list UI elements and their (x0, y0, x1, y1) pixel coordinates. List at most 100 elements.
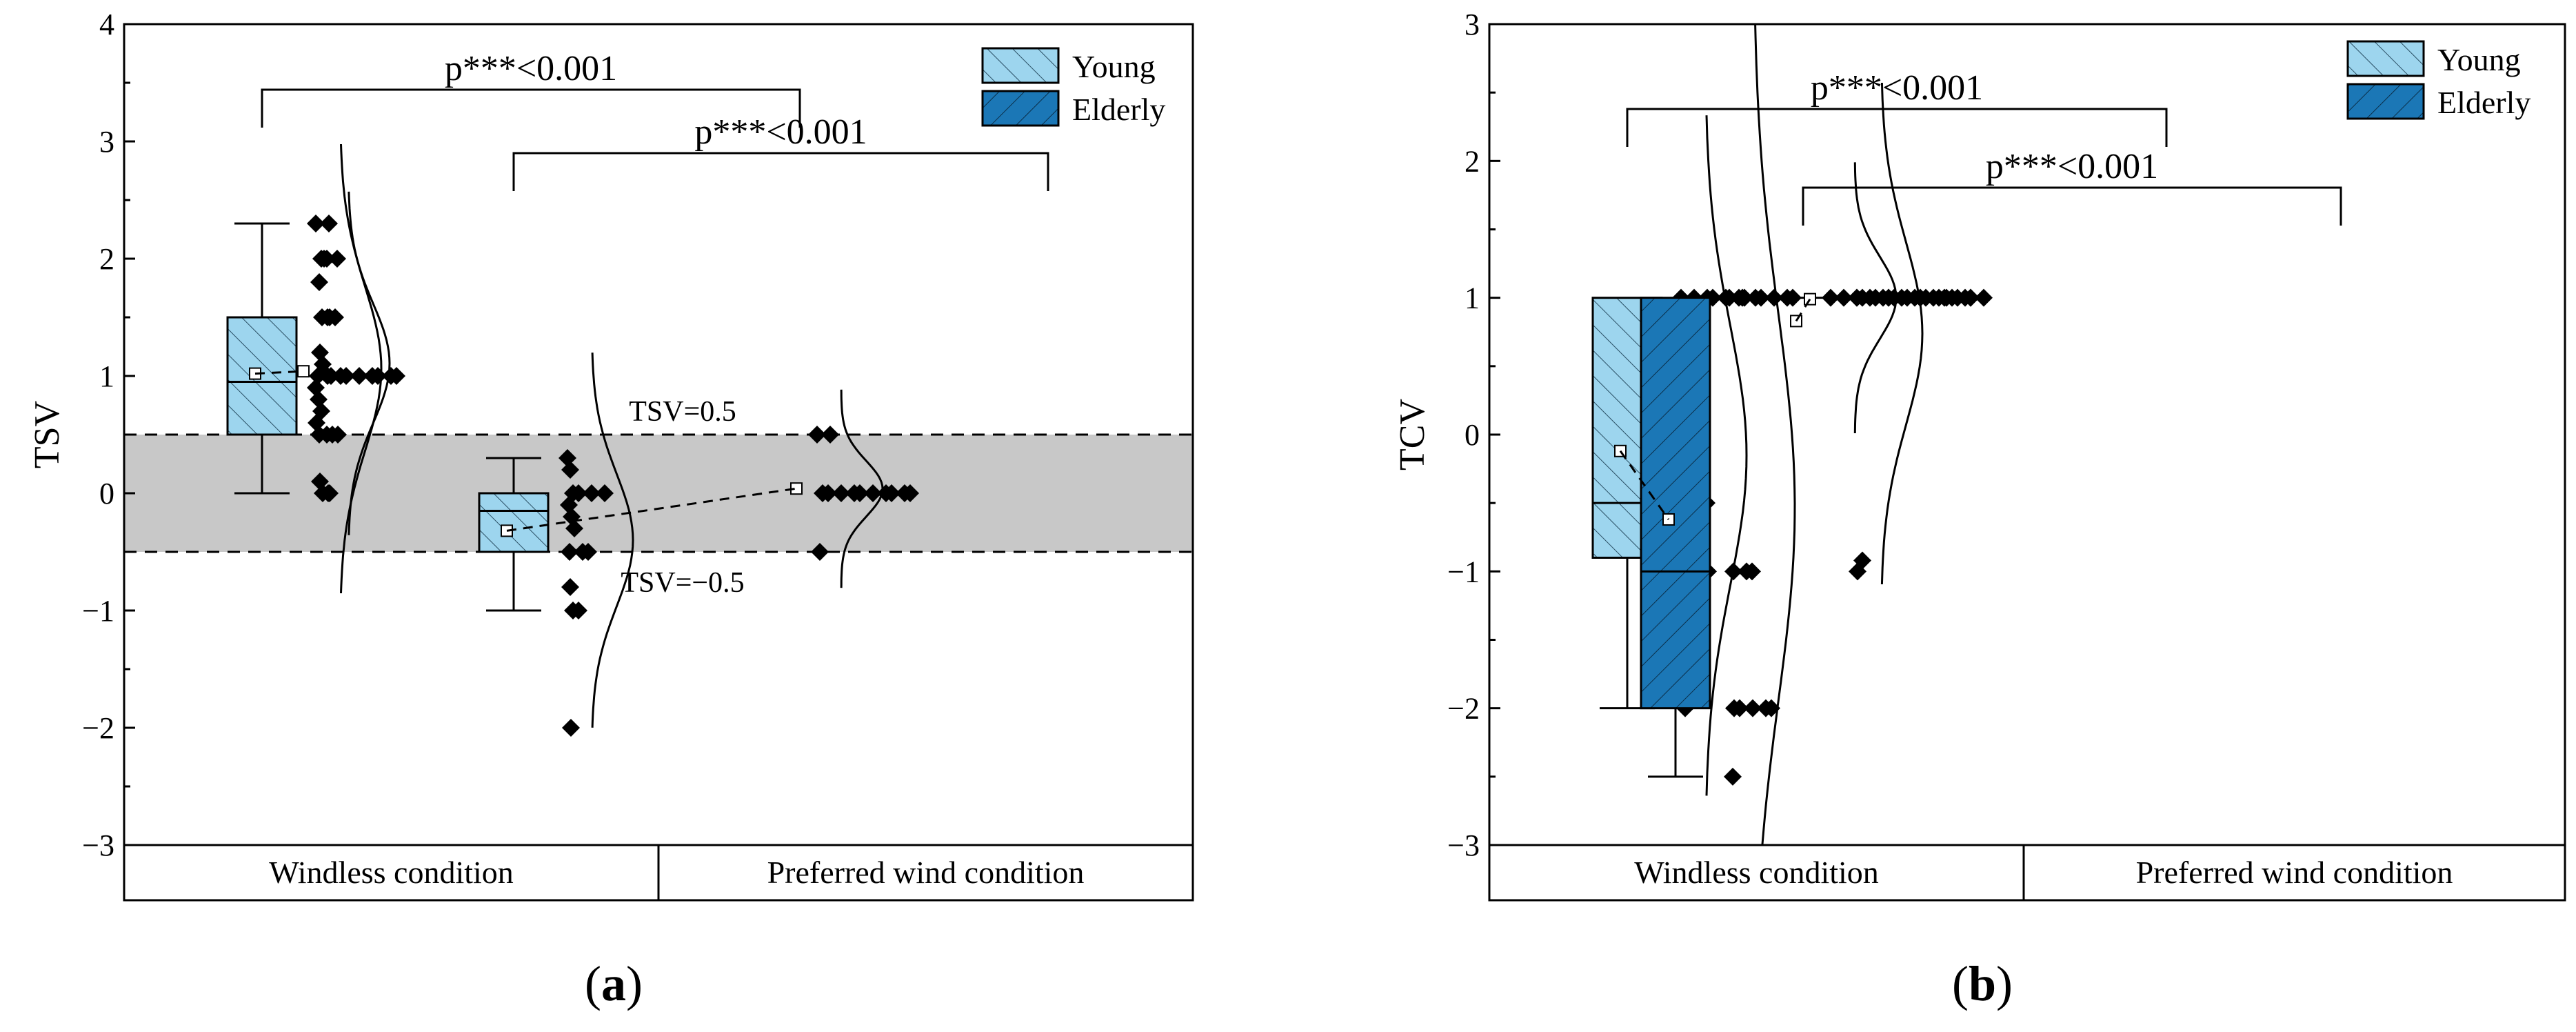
data-point (388, 367, 405, 385)
data-point (1866, 288, 1884, 307)
data-point (326, 308, 344, 326)
y-tick-label: 1 (1465, 281, 1480, 315)
data-point (315, 250, 333, 268)
significance-label: p***<0.001 (694, 112, 867, 152)
significance-bracket (1802, 186, 2342, 226)
density-curve (1705, 115, 1748, 796)
y-axis-title: TSV (28, 401, 67, 468)
data-point (320, 215, 338, 232)
data-point (328, 250, 346, 268)
data-point (561, 578, 579, 596)
data-point (1733, 288, 1751, 307)
density-curve (348, 191, 391, 535)
data-point (851, 484, 869, 502)
significance-bracket (261, 88, 801, 128)
data-point (811, 543, 829, 561)
data-point (1822, 288, 1840, 307)
significance-bracket (512, 152, 1049, 191)
y-tick-label: −3 (82, 828, 114, 862)
data-point (319, 367, 336, 385)
box (1640, 297, 1711, 710)
data-point (309, 367, 327, 385)
data-point (307, 215, 325, 232)
data-point (583, 484, 601, 502)
density-curve (591, 353, 634, 728)
data-point (1835, 288, 1853, 307)
data-point (1885, 288, 1903, 307)
mean-marker (297, 365, 310, 378)
y-tick-label: 0 (99, 477, 114, 510)
y-tick-label: 2 (1465, 144, 1480, 178)
data-point (570, 602, 587, 619)
data-point (864, 484, 882, 502)
data-point (1743, 562, 1761, 581)
data-point (1720, 288, 1738, 307)
data-point (1744, 699, 1762, 717)
data-point (1853, 288, 1871, 307)
category-label: Preferred wind condition (767, 855, 1085, 890)
y-tick-label: 0 (1465, 418, 1480, 452)
y-tick-label: 4 (99, 8, 114, 41)
data-point (310, 273, 328, 291)
mean-connector (254, 370, 304, 375)
y-axis-title: TCV (1393, 399, 1432, 470)
reference-label: TSV=0.5 (629, 396, 736, 428)
y-tick-label: −2 (1447, 692, 1480, 726)
y-tick-label: −3 (1447, 828, 1480, 862)
data-point (819, 484, 837, 502)
data-point (561, 543, 578, 561)
comfort-band (124, 435, 1193, 552)
category-label: Windless condition (269, 855, 514, 890)
data-point (821, 426, 839, 444)
data-point (1962, 288, 1980, 307)
data-point (562, 719, 580, 737)
legend-label-young: Young (1072, 49, 1156, 84)
legend-label-young: Young (2437, 42, 2521, 77)
data-point (832, 484, 850, 502)
box (478, 492, 550, 553)
legend-label-elderly: Elderly (1072, 92, 1165, 127)
significance-label: p***<0.001 (445, 49, 617, 88)
data-point (1849, 562, 1866, 581)
density-curve (840, 389, 884, 588)
legend-swatch-elderly (2346, 83, 2425, 120)
data-point (883, 484, 900, 502)
data-point (350, 367, 368, 385)
significance-label: p***<0.001 (1986, 147, 2158, 186)
data-point (1724, 562, 1742, 581)
category-label: Windless condition (1634, 855, 1879, 890)
y-tick-label: 2 (99, 242, 114, 276)
data-point (1949, 288, 1966, 307)
panel-label: (a) (585, 956, 643, 1011)
data-point (321, 484, 339, 502)
data-point (1917, 288, 1935, 307)
data-point (1975, 288, 1993, 307)
y-tick-label: 3 (1465, 8, 1480, 41)
legend-swatch-elderly (981, 90, 1060, 127)
y-tick-label: 3 (99, 125, 114, 159)
legend-swatch-young (981, 47, 1060, 84)
y-tick-label: −2 (82, 711, 114, 745)
density-curve (1880, 82, 1924, 585)
y-tick-label: −1 (1447, 555, 1480, 588)
y-tick-label: −1 (82, 594, 114, 628)
mean-connector (1619, 450, 1670, 520)
category-label: Preferred wind condition (2136, 855, 2453, 890)
density-curve (340, 143, 383, 594)
significance-bracket (1626, 108, 2168, 147)
data-point (579, 543, 597, 561)
data-point (570, 484, 587, 502)
box (226, 316, 298, 436)
mean-connector (1795, 298, 1811, 322)
data-point (1724, 767, 1742, 786)
data-point (318, 426, 336, 444)
density-curve (1853, 162, 1898, 434)
y-tick-label: 1 (99, 359, 114, 393)
data-point (1752, 288, 1770, 307)
data-point (808, 426, 826, 444)
data-point (561, 461, 579, 479)
data-point (1898, 288, 1916, 307)
